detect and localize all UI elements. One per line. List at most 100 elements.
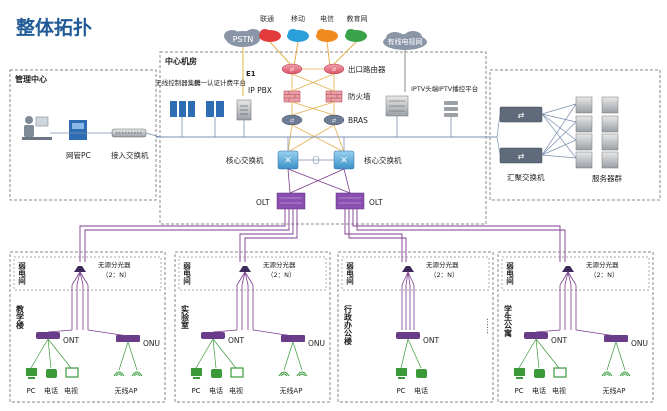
pc-icon: [514, 368, 525, 376]
fiber-drop: [71, 271, 81, 286]
phone-label: 电话: [532, 386, 546, 395]
ont-label: ONT: [551, 336, 568, 345]
iptv-head-label: IPTV头端: [411, 84, 439, 93]
ont-label: ONT: [228, 336, 245, 345]
svg-text:⇄: ⇄: [518, 152, 525, 161]
mgmt-center-label: 管理中心: [15, 74, 47, 84]
splitter-icon: [402, 266, 414, 272]
carrier-label-mobile: 移动: [291, 14, 305, 23]
splitter-icon: [239, 266, 251, 272]
weak-room-box: [13, 256, 162, 291]
drop-cable: [292, 341, 303, 371]
pc-icon: [191, 368, 202, 376]
cable-tv-label: 有线电视网: [388, 37, 423, 46]
pc-icon: [28, 377, 35, 379]
building-box: [9, 251, 166, 403]
fiber-drop: [244, 271, 254, 286]
drop-cable: [195, 338, 214, 369]
ellipsis: ……: [485, 318, 494, 334]
onu-label: ONU: [143, 339, 160, 348]
svg-text:✕: ✕: [340, 156, 348, 166]
drop-cable: [407, 338, 422, 369]
nms-pc-icon: [69, 120, 87, 140]
core-links: [287, 68, 345, 153]
server-group-icons: [575, 96, 619, 169]
building-box: [497, 251, 654, 403]
drop-cable: [606, 341, 617, 371]
wireless-controller-icon: [170, 101, 195, 117]
firewall-label: 防火墙: [348, 91, 371, 101]
weak-room-box: [341, 256, 490, 291]
svg-text:⇄: ⇄: [290, 118, 294, 124]
pstn-label: PSTN: [233, 35, 254, 44]
carrier-clouds: 联通 移动 电信 教育网: [259, 14, 368, 42]
fiber-drop: [407, 271, 411, 286]
iptv-head-icon: [385, 95, 409, 117]
tv-label: 电视: [64, 386, 78, 395]
phone-icon: [46, 369, 57, 378]
svg-text:⇄: ⇄: [332, 67, 336, 73]
phone-label: 电话: [209, 386, 223, 395]
olt-right-label: OLT: [369, 198, 383, 207]
access-switch-icon: [111, 128, 147, 138]
pc-icon: [396, 368, 407, 376]
agg-switch-bottom: ⇄: [499, 147, 543, 164]
onu-label: ONU: [308, 339, 325, 348]
core-switch-left: ✕: [277, 150, 299, 170]
agg-switch-top: ⇄: [499, 106, 543, 123]
phone-label: 电话: [44, 386, 58, 395]
splitter-label: 无源分光器: [98, 260, 131, 269]
fiber-drop: [241, 271, 246, 286]
splitter-icon: [562, 266, 574, 272]
cloud-icon: [287, 29, 309, 42]
ap-label: 无线AP: [114, 386, 137, 395]
cloud-icon: [316, 29, 338, 42]
phone-icon: [416, 369, 427, 378]
nms-pc-label: 网管PC: [66, 150, 91, 160]
phone-label: 电话: [414, 386, 428, 395]
fiber-drop: [79, 271, 89, 286]
ont-icon: [524, 332, 548, 339]
drop-cable: [212, 338, 217, 369]
fiber-drop: [567, 271, 577, 286]
splitter-icon: [74, 266, 86, 272]
mgmt-center-box: [9, 69, 157, 201]
wireless-ap-icon: [619, 371, 631, 377]
cloud-icon: [259, 29, 281, 42]
svg-text:⇄: ⇄: [332, 118, 336, 124]
weak-room-label: 弱电间: [345, 261, 354, 286]
drop-cable: [535, 338, 540, 369]
onu-icon: [281, 335, 305, 342]
tv-icon: [230, 367, 244, 378]
stacking-ring: [312, 155, 320, 165]
drop-cable: [118, 341, 129, 371]
cable-tv-cloud: 有线电视网: [383, 31, 427, 50]
drop-cable: [47, 338, 72, 369]
wireless-ap-icon: [113, 371, 125, 377]
olt-right: [335, 192, 365, 210]
server-links: [496, 103, 577, 159]
wireless-ap-icon: [278, 371, 290, 377]
splitter-ratio-label: （2：N）: [430, 271, 459, 279]
fiber-drop: [405, 271, 409, 286]
core-switch-right-label: 核心交换机: [364, 155, 402, 165]
splitter-label: 无源分光器: [263, 260, 296, 269]
splitter-label: 无源分光器: [586, 260, 619, 269]
onu-label: ONU: [631, 339, 648, 348]
operator-icon: [22, 116, 52, 140]
pc-icon: [516, 377, 523, 379]
core-room-box: [159, 51, 487, 225]
mgmt-to-core-link: [145, 132, 161, 138]
splitter-ratio-label: （2：N）: [267, 271, 296, 279]
ont-icon: [36, 332, 60, 339]
drop-cable: [400, 338, 409, 369]
onu-icon: [116, 335, 140, 342]
core-feeds: [181, 116, 452, 137]
bras-right: ⇄: [323, 114, 345, 126]
drop-cable: [535, 338, 560, 369]
drop-cable: [47, 338, 52, 369]
